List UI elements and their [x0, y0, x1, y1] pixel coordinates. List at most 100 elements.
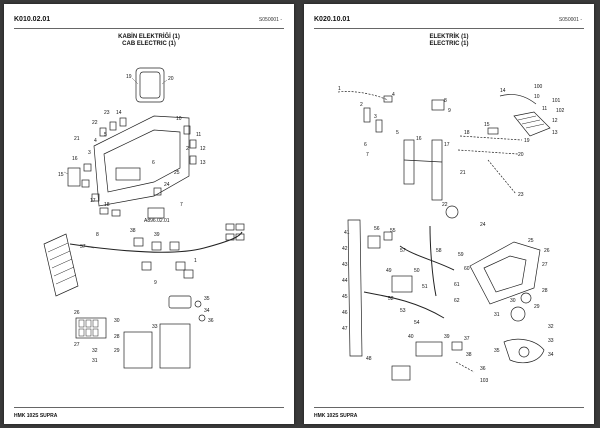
callout: 20 [168, 76, 174, 82]
electric-exploded-drawing: 1 2 3 4 5 6 7 8 9 10 11 12 13 14 15 16 1… [337, 84, 565, 384]
relay-part [431, 99, 445, 111]
window-frame-part [135, 67, 165, 103]
callout: 32 [548, 324, 554, 330]
callout: 42 [342, 246, 348, 252]
callout: 36 [480, 366, 486, 372]
dashboard-housing-part [93, 115, 190, 207]
callout: 2 [186, 146, 189, 152]
left-page-ref: S050001 - [258, 17, 282, 23]
callout: 3 [88, 150, 91, 156]
callout: 102 [556, 108, 565, 114]
callout: 12 [200, 146, 206, 152]
callout: 6 [364, 142, 367, 148]
callout: 8 [444, 98, 447, 104]
cab-electric-exploded-drawing: 19 20 10 11 12 13 14 15 16 17 18 21 22 2… [43, 67, 245, 369]
callout: 50 [414, 268, 420, 274]
callout: 100 [534, 84, 543, 90]
callout: 37 [80, 244, 86, 250]
callout: 35 [204, 296, 210, 302]
callout: 37 [464, 336, 470, 342]
callout: 56 [374, 226, 380, 232]
right-page-code: K020.10.01 [314, 16, 351, 23]
callout: 19 [126, 74, 132, 80]
callout: 55 [390, 228, 396, 234]
callout: 1 [194, 258, 197, 264]
callout: 13 [200, 160, 206, 166]
main-harness [399, 245, 455, 271]
callout: 35 [494, 348, 500, 354]
callout: 30 [114, 318, 120, 324]
callout: 11 [196, 132, 201, 138]
callout: 36 [208, 318, 214, 324]
callout: 31 [92, 358, 98, 364]
frame-post-part [403, 139, 415, 185]
callout: 26 [74, 310, 80, 316]
callout: 4 [392, 92, 395, 98]
left-header-rule [14, 28, 284, 29]
callout: 46 [342, 310, 348, 316]
fuse-box-part [43, 233, 79, 297]
callout: 5 [104, 132, 107, 138]
subassembly-part [147, 207, 165, 219]
callout: 8 [96, 232, 99, 238]
callout: 21 [74, 136, 80, 142]
callout: 25 [528, 238, 534, 244]
callout: 32 [92, 348, 98, 354]
battery-part [415, 341, 443, 357]
callout: 24 [164, 182, 170, 188]
callout: 51 [422, 284, 428, 290]
right-footer-model: HMK 102S SUPRA [314, 413, 358, 419]
callout: 14 [116, 110, 122, 116]
callout: 39 [444, 334, 450, 340]
callout: 9 [154, 280, 157, 286]
left-catalog-page: K010.02.01 S050001 - KABİN ELEKTRİĞİ (1)… [4, 4, 294, 424]
callout: 34 [548, 352, 554, 358]
bracket-part [347, 219, 363, 357]
callout: 23 [518, 192, 524, 198]
callout: 18 [464, 130, 470, 136]
relay-panel-part [75, 317, 107, 339]
left-title-tr: KABİN ELEKTRİĞİ (1) [118, 34, 180, 40]
callout: 16 [416, 136, 422, 142]
callout: 15 [484, 122, 490, 128]
callout: 52 [388, 296, 394, 302]
callout: 48 [366, 356, 372, 362]
callout: 13 [552, 130, 558, 136]
callout: 38 [130, 228, 136, 234]
callout: 12 [552, 118, 558, 124]
callout: 43 [342, 262, 348, 268]
callout: 45 [342, 294, 348, 300]
callout: 15 [58, 172, 64, 178]
subassembly-ref-label: A896.02.01 [144, 218, 170, 224]
callout: 49 [386, 268, 392, 274]
callout: 28 [114, 334, 120, 340]
work-lamp-part [513, 111, 551, 137]
callout: 40 [408, 334, 414, 340]
callout: 29 [534, 304, 540, 310]
callout: 22 [92, 120, 98, 126]
callout: 58 [436, 248, 442, 254]
right-header-rule [314, 28, 584, 29]
callout: 101 [552, 98, 561, 104]
callout: 38 [466, 352, 472, 358]
callout: 11 [542, 106, 547, 112]
callout: 17 [444, 142, 450, 148]
callout: 27 [542, 262, 548, 268]
left-page-title: KABİN ELEKTRİĞİ (1) CAB ELECTRIC (1) [4, 34, 294, 48]
callout: 33 [152, 324, 158, 330]
callout: 60 [464, 266, 470, 272]
callout: 33 [548, 338, 554, 344]
callout: 54 [414, 320, 420, 326]
left-footer-model: HMK 102S SUPRA [14, 413, 58, 419]
callout: 29 [114, 348, 120, 354]
callout: 44 [342, 278, 348, 284]
callout: 57 [400, 248, 406, 254]
callout: 47 [342, 326, 348, 332]
callout: 4 [94, 138, 97, 144]
callout: 9 [448, 108, 451, 114]
callout: 7 [366, 152, 369, 158]
right-footer-rule [314, 407, 584, 408]
callout: 16 [72, 156, 78, 162]
callout: 41 [344, 230, 350, 236]
callout: 5 [396, 130, 399, 136]
